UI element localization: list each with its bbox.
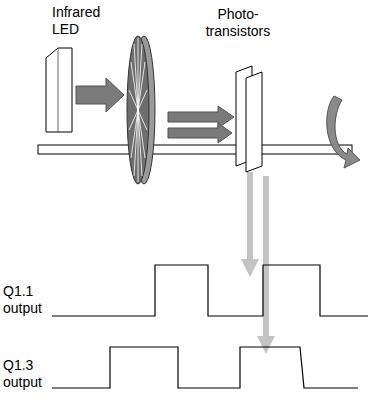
led-edge bbox=[58, 48, 59, 132]
light-beam bbox=[168, 123, 232, 143]
phototransistor bbox=[246, 72, 262, 172]
rotation-arrow bbox=[327, 96, 360, 168]
signal-name: Q1.1 output bbox=[3, 283, 49, 317]
led-body bbox=[46, 48, 72, 132]
signal-arrow bbox=[247, 172, 253, 268]
disk-front bbox=[127, 36, 149, 184]
part-label: Photo- transistors bbox=[196, 6, 280, 40]
shaft bbox=[38, 145, 352, 154]
waveform bbox=[52, 265, 368, 316]
light-beam bbox=[168, 106, 234, 128]
waveform bbox=[52, 347, 358, 388]
disk-slots bbox=[129, 38, 147, 182]
signal-name: Q1.3 output bbox=[3, 357, 49, 391]
signal-arrow bbox=[263, 176, 269, 345]
light-arrow bbox=[76, 78, 124, 112]
part-label: Infrared LED bbox=[52, 4, 124, 38]
